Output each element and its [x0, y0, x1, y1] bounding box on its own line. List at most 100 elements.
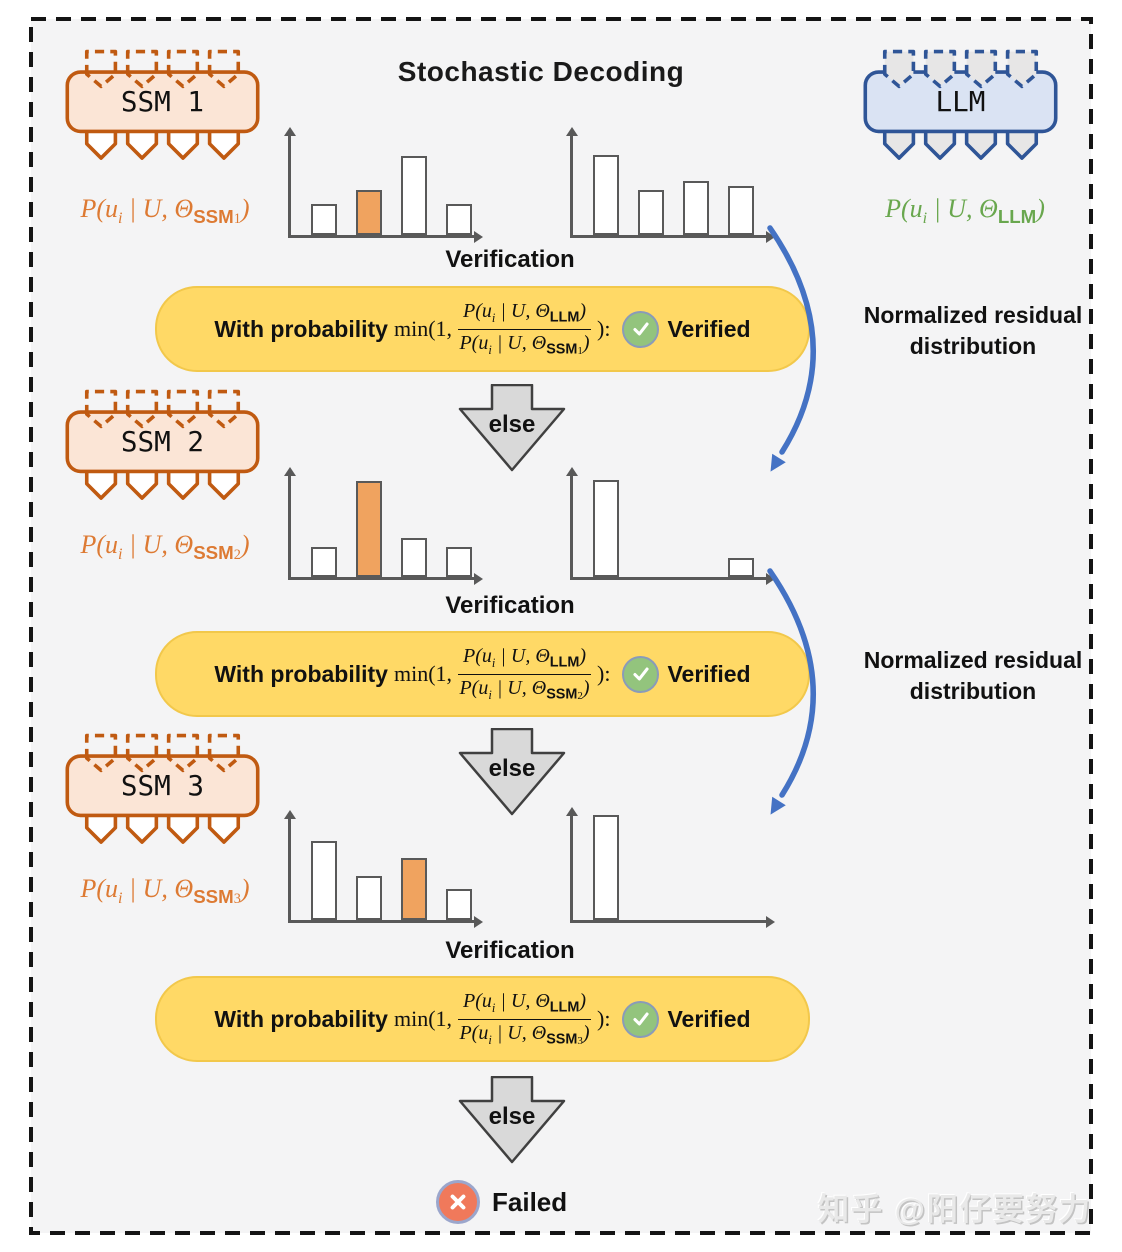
ratio-numerator: P(ui | U, ΘLLM) [458, 645, 592, 675]
residual-label-2: Normalized residual distribution [845, 645, 1101, 707]
bar [593, 480, 619, 577]
colon-close-text: ): [597, 316, 611, 341]
with-probability-text: With probability [214, 1005, 388, 1032]
ratio-denominator: P(ui | U, ΘSSM1) [459, 331, 590, 358]
ssm3-chip-label: SSM 3 [121, 769, 204, 802]
bar [593, 815, 619, 920]
colon-close-text: ): [597, 661, 611, 686]
residual-label-1: Normalized residual distribution [845, 300, 1101, 362]
ssm3-distribution-formula: P(ui | U, ΘSSM3) [80, 874, 250, 908]
x-axis [288, 915, 483, 928]
ratio-denominator: P(ui | U, ΘSSM2) [459, 676, 590, 703]
bar [356, 481, 382, 577]
bar [401, 538, 427, 577]
bar [446, 204, 472, 235]
bars [291, 815, 478, 920]
verified-label: Verified [667, 315, 751, 342]
min-open-text: min(1, [393, 1006, 453, 1031]
verified-label: Verified [667, 1005, 751, 1032]
verify-box-1: With probability min(1, P(ui | U, ΘLLM) … [155, 286, 810, 372]
chart-residual-distribution-2 [565, 800, 780, 928]
probability-ratio: P(ui | U, ΘLLM) P(ui | U, ΘSSM3) [458, 990, 592, 1048]
chart-residual-distribution-1 [565, 460, 780, 585]
bar [311, 841, 337, 920]
verification-label-1: Verification [445, 246, 575, 273]
bars [291, 472, 478, 577]
x-axis [570, 230, 775, 243]
verified-check-icon [622, 1000, 660, 1038]
page-title: Stochastic Decoding [397, 56, 685, 87]
ssm2-distribution-formula: P(ui | U, ΘSSM2) [80, 530, 250, 564]
llm-chip-icon: LLM [863, 49, 1058, 160]
bar [446, 546, 472, 577]
bar [401, 155, 427, 235]
bar [401, 858, 427, 920]
min-open-text: min(1, [393, 316, 453, 341]
chart-ssm2-distribution [283, 460, 488, 585]
else-label: else [489, 755, 536, 782]
llm-distribution-formula: P(ui | U, ΘLLM) [885, 194, 1045, 228]
verified-label: Verified [667, 660, 751, 687]
verification-label-2: Verification [445, 592, 575, 619]
failed-row: Failed [436, 1180, 567, 1224]
y-axis [565, 467, 578, 580]
bar [446, 888, 472, 920]
min-open-text: min(1, [393, 661, 453, 686]
x-axis [288, 230, 483, 243]
y-axis [565, 807, 578, 923]
residual-arrow-2 [767, 568, 816, 815]
verification-label-3: Verification [445, 937, 575, 964]
with-probability-text: With probability [214, 315, 388, 342]
bar [311, 204, 337, 235]
ssm2-chip-icon: SSM 2 [65, 389, 260, 500]
x-axis [288, 572, 483, 585]
bar [728, 185, 754, 235]
llm-chip-label: LLM [936, 85, 986, 118]
colon-close-text: ): [597, 1006, 611, 1031]
bars [573, 812, 770, 920]
residual-label-line2: distribution [909, 333, 1037, 360]
bar [728, 558, 754, 577]
bar [683, 181, 709, 235]
ssm1-chip-icon: SSM 1 [65, 49, 260, 160]
chart-ssm1-distribution [283, 120, 488, 243]
else-arrow-1: else [458, 384, 566, 472]
ssm1-chip-label: SSM 1 [121, 85, 204, 118]
probability-ratio: P(ui | U, ΘLLM) P(ui | U, ΘSSM2) [458, 645, 592, 703]
else-arrow-2: else [458, 728, 566, 816]
bar [311, 546, 337, 577]
verified-check-icon [622, 655, 660, 693]
residual-label-line2: distribution [909, 678, 1037, 705]
verify-box-3: With probability min(1, P(ui | U, ΘLLM) … [155, 976, 810, 1062]
bar [638, 189, 664, 235]
ssm1-distribution-formula: P(ui | U, ΘSSM1) [80, 194, 250, 228]
ssm3-chip-icon: SSM 3 [65, 733, 260, 844]
chart-llm-distribution [565, 120, 780, 243]
failed-x-icon [436, 1180, 480, 1224]
ratio-denominator: P(ui | U, ΘSSM3) [459, 1021, 590, 1048]
bars [291, 132, 478, 235]
else-arrow-3: else [458, 1076, 566, 1164]
bar [356, 875, 382, 920]
residual-arrow-1 [767, 225, 816, 472]
verified-check-icon [622, 310, 660, 348]
failed-label: Failed [492, 1186, 568, 1217]
ssm2-chip-label: SSM 2 [121, 425, 204, 458]
probability-ratio: P(ui | U, ΘLLM) P(ui | U, ΘSSM1) [458, 300, 592, 358]
x-axis [570, 915, 775, 928]
bars [573, 472, 770, 577]
y-axis [283, 810, 296, 923]
chart-ssm3-distribution [283, 803, 488, 928]
bars [573, 132, 770, 235]
x-axis [570, 572, 775, 585]
else-label: else [489, 1103, 536, 1130]
bar [356, 189, 382, 235]
else-label: else [489, 411, 536, 438]
residual-label-line1: Normalized residual [863, 647, 1083, 673]
y-axis [283, 127, 296, 238]
y-axis [565, 127, 578, 238]
bar [593, 154, 619, 235]
watermark: 知乎 @阳仔要努力 [818, 1192, 1092, 1227]
